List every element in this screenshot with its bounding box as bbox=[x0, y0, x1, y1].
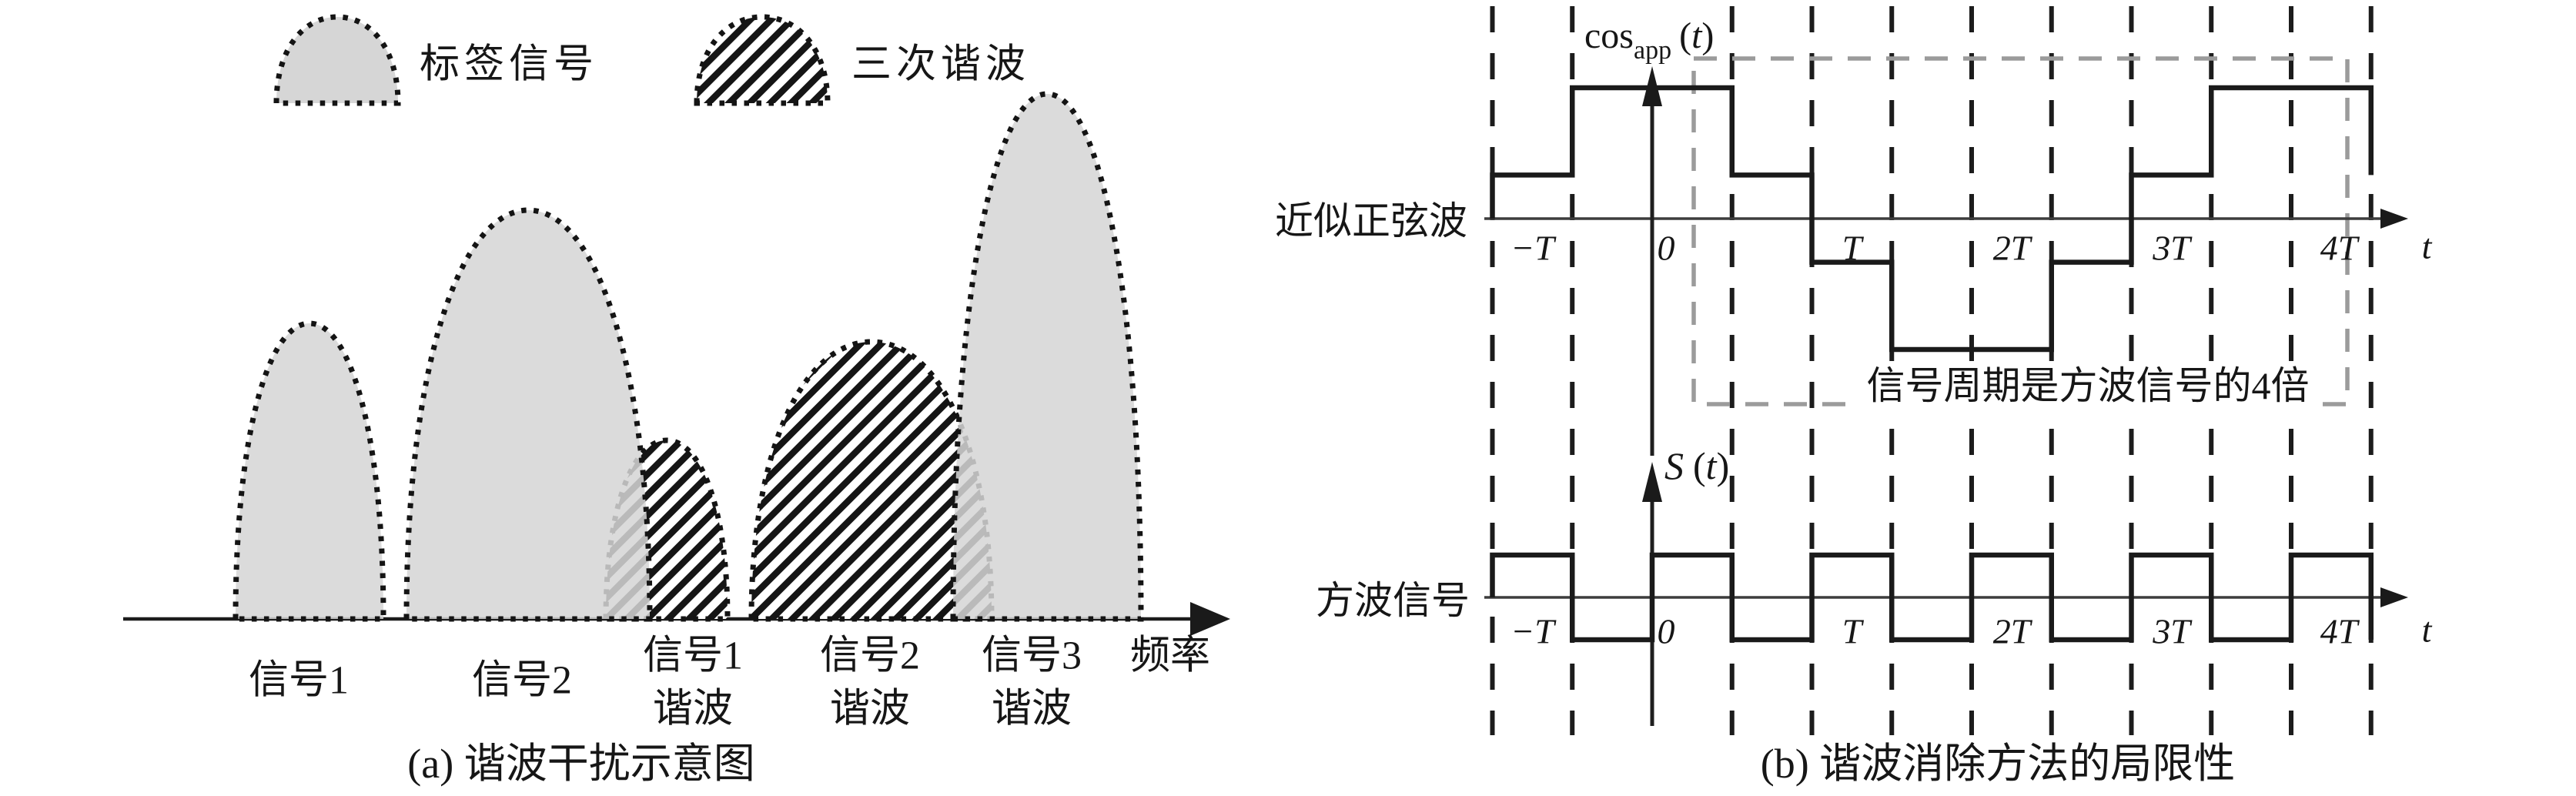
hump-signal2-harmonic bbox=[748, 339, 995, 622]
hump-signal3 bbox=[950, 91, 1144, 622]
tick-label: T bbox=[1842, 612, 1865, 651]
square-waveform bbox=[1490, 552, 2374, 643]
s-paren-close: ) bbox=[1717, 444, 1730, 487]
annotation-backdrop bbox=[1854, 363, 2322, 408]
tick-label: T bbox=[1842, 229, 1865, 268]
hump-signal2 bbox=[403, 207, 653, 622]
bottom-y-axis-arrow-icon bbox=[1642, 462, 1662, 502]
legend: 标签信号 三次谐波 bbox=[273, 14, 1030, 106]
signal-label-line1: 信号1 bbox=[249, 659, 349, 703]
bottom-x-axis-label: t bbox=[2422, 610, 2433, 650]
tick-label: 0 bbox=[1658, 612, 1675, 651]
panel-a: 标签信号 三次谐波 信号1 信号2 信号1 谐波 信号2 谐波 信号3 谐波 频率 (a) 谐… bbox=[123, 14, 1230, 787]
waveforms bbox=[1490, 85, 2374, 643]
signal-label-line2: 谐波 bbox=[992, 687, 1072, 731]
tick-label: 2T bbox=[1993, 229, 2033, 268]
s-variable: t bbox=[1706, 444, 1718, 487]
cos-label-backdrop bbox=[1577, 11, 1709, 55]
tag-signal-dome bbox=[273, 14, 401, 106]
period-annotation: 信号周期是方波信号的4倍 bbox=[1867, 364, 2310, 407]
signal-label-line1: 信号2 bbox=[472, 659, 572, 703]
third-harmonic-dome bbox=[694, 14, 831, 106]
top-tick-labels: −T 0 T 2T 3T 4T bbox=[1510, 229, 2360, 268]
legend-label-third-harmonic: 三次谐波 bbox=[851, 43, 1030, 87]
square-wave-side-label: 方波信号 bbox=[1316, 579, 1470, 622]
top-time-axis-arrow-icon bbox=[2380, 209, 2408, 229]
tick-label: 2T bbox=[1993, 612, 2033, 651]
cos-base: cos bbox=[1584, 15, 1634, 56]
bottom-tick-labels: −T 0 T 2T 3T 4T bbox=[1510, 612, 2360, 651]
signal-labels: 信号1 信号2 信号1 谐波 信号2 谐波 信号3 谐波 bbox=[249, 634, 1082, 731]
caption-a: (a) 谐波干扰示意图 bbox=[407, 741, 754, 787]
signal-label-line1: 信号3 bbox=[982, 634, 1082, 678]
cos-variable: t bbox=[1691, 15, 1703, 56]
approx-sine-waveform bbox=[1490, 85, 2374, 353]
signal-label-line2: 谐波 bbox=[653, 687, 733, 731]
tick-label: 3T bbox=[2152, 612, 2193, 651]
cos-subscript: app bbox=[1634, 36, 1671, 65]
hump-signal1 bbox=[233, 320, 386, 622]
s-base: S bbox=[1664, 444, 1684, 487]
approx-sine-side-label: 近似正弦波 bbox=[1275, 199, 1467, 242]
bottom-y-axis-label: S(t) bbox=[1664, 444, 1729, 487]
signal-label-line1: 信号1 bbox=[643, 634, 743, 678]
signal-label-line1: 信号2 bbox=[820, 634, 920, 678]
top-x-axis-label: t bbox=[2422, 227, 2433, 266]
cos-paren-open: ( bbox=[1679, 15, 1691, 56]
frequency-axis-label: 频率 bbox=[1130, 634, 1210, 678]
signal-humps bbox=[233, 91, 1144, 622]
top-y-axis-label: cosapp (t) bbox=[1584, 15, 1714, 65]
tick-label: 4T bbox=[2320, 229, 2360, 268]
bottom-time-axis-arrow-icon bbox=[2380, 587, 2408, 607]
tick-label: −T bbox=[1510, 612, 1557, 651]
s-paren-open: ( bbox=[1693, 444, 1706, 487]
tick-label: 0 bbox=[1658, 229, 1675, 268]
tick-label: −T bbox=[1510, 229, 1557, 268]
caption-b: (b) 谐波消除方法的局限性 bbox=[1761, 741, 2235, 787]
legend-label-tag-signal: 标签信号 bbox=[420, 43, 598, 87]
frequency-axis-arrow-icon bbox=[1190, 602, 1230, 636]
tick-label: 4T bbox=[2320, 612, 2360, 651]
cos-paren-close: ) bbox=[1701, 15, 1714, 56]
tick-label: 3T bbox=[2152, 229, 2193, 268]
signal-label-line2: 谐波 bbox=[830, 687, 910, 731]
